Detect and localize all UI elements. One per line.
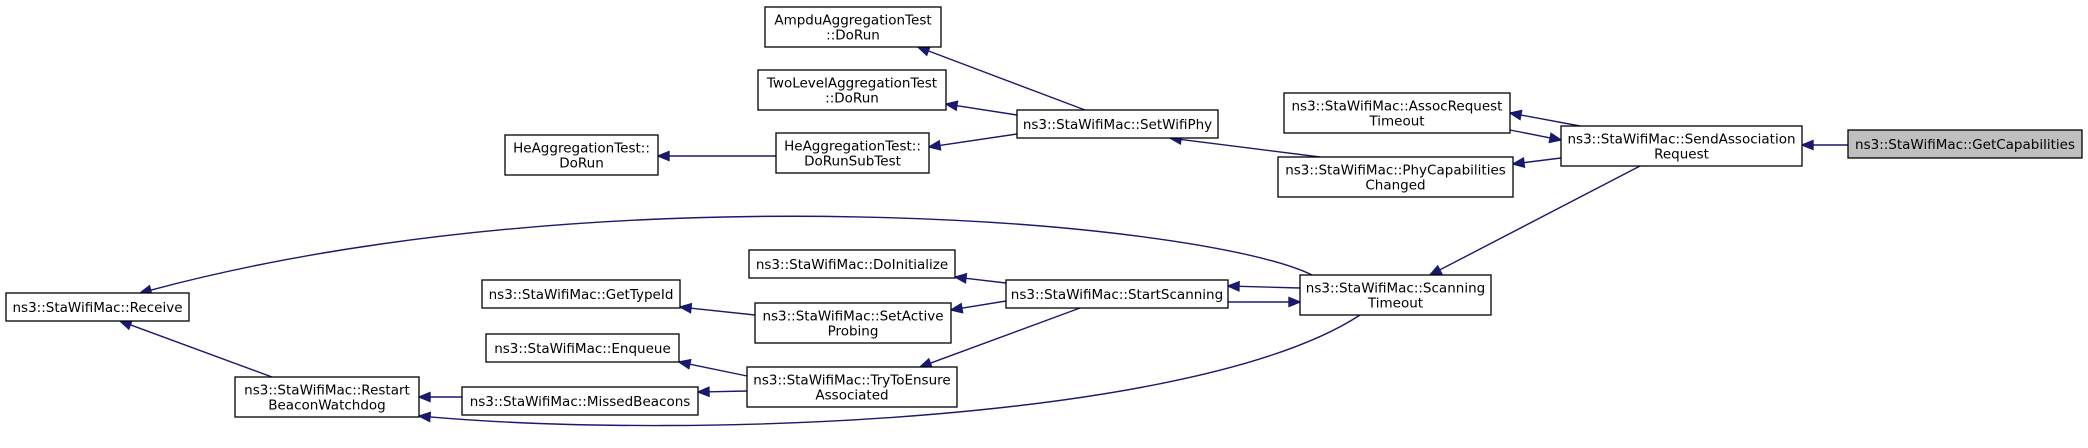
edge-start-scanning-to-scanning-timeout — [1228, 296, 1302, 308]
node-label: ns3::StaWifiMac::MissedBeacons — [470, 394, 691, 410]
node-ampdu-do-run[interactable]: AmpduAggregationTest::DoRun — [764, 6, 942, 48]
arrowhead-icon — [678, 302, 693, 314]
call-graph-edges — [118, 45, 1848, 427]
node-label: ns3::StaWifiMac::GetTypeId — [489, 287, 674, 303]
node-do-initialize[interactable]: ns3::StaWifiMac::DoInitialize — [748, 249, 956, 279]
node-label: Changed — [1365, 178, 1425, 194]
node-label: ns3::StaWifiMac::SendAssociation — [1567, 132, 1795, 148]
node-label: Probing — [828, 324, 879, 340]
node-label: ns3::StaWifiMac::AssocRequest — [1292, 99, 1503, 115]
arrowhead-icon — [1226, 280, 1240, 292]
edge-set-wifi-phy-to-twolevel-do-run — [944, 100, 1018, 116]
edge-start-scanning-to-set-active-probing — [949, 300, 1007, 314]
node-label: HeAggregationTest:: — [513, 141, 650, 157]
arrowhead-icon — [656, 150, 670, 162]
node-label: ns3::StaWifiMac::Scanning — [1306, 281, 1485, 297]
node-label: Request — [1654, 147, 1709, 163]
node-label: DoRun — [559, 156, 604, 172]
edge-set-active-probing-to-get-type-id — [678, 302, 756, 316]
arrowhead-icon — [118, 319, 133, 331]
edge-he-do-run-subtest-to-he-do-run — [656, 150, 776, 162]
arrowhead-icon — [1548, 132, 1563, 144]
node-he-do-run[interactable]: HeAggregationTest::DoRun — [504, 134, 659, 176]
node-label: ns3::StaWifiMac::DoInitialize — [756, 257, 948, 273]
node-label: ns3::StaWifiMac::SetWifiPhy — [1023, 117, 1212, 133]
node-label: ::DoRun — [826, 28, 880, 44]
edge-try-to-ensure-associated-to-enqueue — [677, 358, 748, 377]
arrowhead-icon — [944, 100, 959, 112]
node-label: Timeout — [1367, 296, 1423, 312]
node-label: Associated — [815, 388, 888, 404]
node-receive[interactable]: ns3::StaWifiMac::Receive — [5, 292, 190, 322]
node-label: ns3::StaWifiMac::TryToEnsure — [753, 373, 950, 389]
arrowhead-icon — [1800, 139, 1814, 151]
arrowhead-icon — [677, 358, 692, 370]
node-label: ns3::StaWifiMac::PhyCapabilities — [1285, 163, 1506, 179]
node-start-scanning[interactable]: ns3::StaWifiMac::StartScanning — [1005, 279, 1229, 309]
node-label: HeAggregationTest:: — [784, 139, 921, 155]
node-missed-beacons[interactable]: ns3::StaWifiMac::MissedBeacons — [461, 386, 699, 416]
arrowhead-icon — [949, 302, 964, 314]
node-twolevel-do-run[interactable]: TwoLevelAggregationTest::DoRun — [757, 69, 947, 111]
node-get-capabilities[interactable]: ns3::StaWifiMac::GetCapabilities — [1847, 129, 2083, 159]
arrowhead-icon — [927, 139, 942, 151]
node-enqueue[interactable]: ns3::StaWifiMac::Enqueue — [485, 333, 680, 363]
node-label: TwoLevelAggregationTest — [766, 76, 937, 92]
edge-missed-beacons-to-restart-beacon-watchdog — [417, 391, 462, 403]
edge-start-scanning-to-do-initialize — [953, 272, 1007, 284]
arrowhead-icon — [953, 272, 968, 284]
arrowhead-icon — [916, 45, 931, 57]
node-label: ns3::StaWifiMac::SetActive — [762, 309, 943, 325]
arrowhead-icon — [1428, 264, 1443, 276]
node-label: ns3::StaWifiMac::Restart — [244, 383, 410, 399]
node-label: ns3::StaWifiMac::StartScanning — [1011, 287, 1223, 303]
arrowhead-icon — [1511, 157, 1526, 169]
node-he-do-run-subtest[interactable]: HeAggregationTest::DoRunSubTest — [775, 132, 930, 174]
arrowhead-icon — [1508, 109, 1523, 121]
edge-scanning-timeout-to-restart-beacon-watchdog — [417, 314, 1361, 427]
edge-send-association-request-to-phy-capabilities-changed — [1511, 157, 1562, 169]
node-label: AmpduAggregationTest — [774, 13, 931, 29]
node-label: BeaconWatchdog — [268, 398, 386, 414]
node-label: DoRunSubTest — [804, 154, 901, 170]
call-graph-nodes: ns3::StaWifiMac::GetCapabilitiesns3::Sta… — [5, 6, 2083, 418]
edge-send-association-request-to-assoc-request-timeout — [1508, 109, 1581, 127]
node-label: ns3::StaWifiMac::Enqueue — [494, 341, 671, 357]
node-label: Timeout — [1368, 114, 1424, 130]
node-get-type-id[interactable]: ns3::StaWifiMac::GetTypeId — [481, 279, 681, 309]
arrowhead-icon — [918, 357, 933, 369]
arrowhead-icon — [417, 391, 431, 403]
edge-assoc-request-timeout-to-send-association-request — [1509, 129, 1563, 144]
node-label: ::DoRun — [825, 91, 879, 107]
arrowhead-icon — [417, 411, 432, 423]
arrowhead-icon — [696, 386, 710, 398]
edge-try-to-ensure-associated-to-missed-beacons — [696, 386, 748, 398]
node-label: ns3::StaWifiMac::Receive — [12, 300, 182, 316]
node-label: ns3::StaWifiMac::GetCapabilities — [1855, 137, 2075, 153]
arrowhead-icon — [1288, 296, 1302, 308]
edge-get-capabilities-to-send-association-request — [1800, 139, 1848, 151]
edge-scanning-timeout-to-start-scanning — [1226, 280, 1301, 292]
edge-set-wifi-phy-to-he-do-run-subtest — [927, 133, 1018, 151]
node-set-wifi-phy[interactable]: ns3::StaWifiMac::SetWifiPhy — [1016, 109, 1219, 139]
edge-restart-beacon-watchdog-to-receive — [118, 319, 273, 378]
